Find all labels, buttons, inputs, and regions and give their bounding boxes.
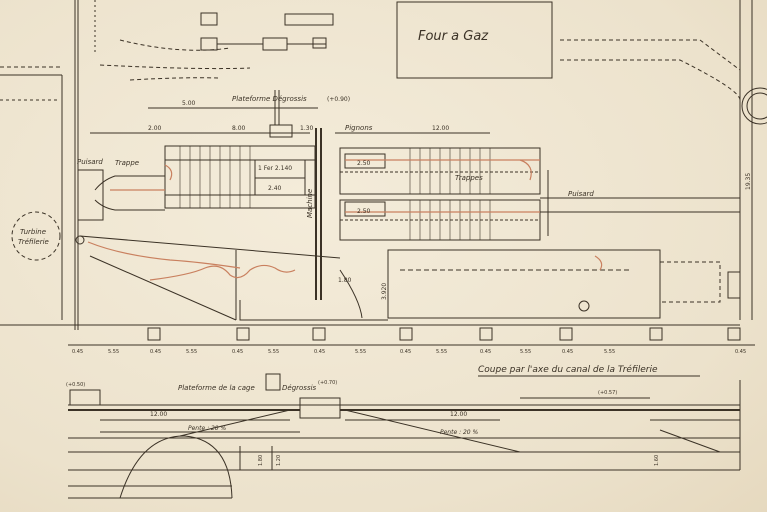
baseline-dim: 5.55 xyxy=(355,349,366,355)
level-left: (+0.50) xyxy=(66,382,85,388)
trappes-label: Trappes xyxy=(455,174,483,182)
dim-2: 2.00 xyxy=(148,125,162,132)
dim-240: 2.40 xyxy=(268,185,282,192)
sec-dim-160: 1.60 xyxy=(654,455,660,466)
machine-label: Machine xyxy=(306,189,314,218)
baseline-dim: 0.45 xyxy=(735,349,746,355)
baseline-dim: 0.45 xyxy=(314,349,325,355)
pente-left: Pente : 20 % xyxy=(188,425,227,432)
pente-right: Pente : 20 % xyxy=(440,429,479,436)
puisard-right-label: Puisard xyxy=(568,190,594,198)
baseline-dim: 0.45 xyxy=(562,349,573,355)
machine-block xyxy=(200,37,218,51)
plateforme-label: Plateforme Dégrossis xyxy=(232,95,307,103)
sec-dim-12a: 12.00 xyxy=(150,411,167,418)
dim-130: 1.30 xyxy=(300,125,314,132)
degrossis-section-label: Dégrossis xyxy=(282,384,317,392)
baseline-dim: 0.45 xyxy=(150,349,161,355)
trefilerie-label: Tréfilerie xyxy=(18,238,49,246)
puisard-left-label: Puisard xyxy=(77,158,103,166)
baseline-dim: 0.45 xyxy=(480,349,491,355)
dim-5: 5.00 xyxy=(182,100,196,107)
machine-block xyxy=(200,12,218,26)
baseline-dim: 5.55 xyxy=(520,349,531,355)
baseline-dim: 5.55 xyxy=(604,349,615,355)
four-a-gaz-block xyxy=(396,1,553,79)
baseline-dim: 5.55 xyxy=(108,349,119,355)
red-pencil-marks xyxy=(87,159,603,281)
dim-12: 12.00 xyxy=(432,125,449,132)
four-a-gaz-label: Four a Gaz xyxy=(418,29,489,44)
dim-8: 8.00 xyxy=(232,125,246,132)
baseline-dim: 5.55 xyxy=(186,349,197,355)
turbine-label: Turbine xyxy=(20,228,46,236)
dim-3920: 3.920 xyxy=(381,283,388,300)
dim-250a: 2.50 xyxy=(357,160,371,167)
machine-block xyxy=(262,37,288,51)
section-title: Coupe par l'axe du canal de la Tréfileri… xyxy=(478,364,658,375)
baseline-dim: 5.55 xyxy=(268,349,279,355)
baseline-dim: 5.55 xyxy=(436,349,447,355)
plateforme-cage-label: Plateforme de la cage xyxy=(178,384,255,392)
level-right: (+0.57) xyxy=(598,390,617,396)
sec-dim-180: 1.80 xyxy=(258,455,264,466)
level-mid: (+0.70) xyxy=(318,380,337,386)
fer-label: 1 Fer 2.140 xyxy=(258,165,292,172)
dim-1935: 19.35 xyxy=(745,173,752,190)
baseline-dimensions: 0.45 5.55 0.45 5.55 0.45 5.55 0.45 5.55 … xyxy=(72,349,746,355)
machine-block xyxy=(284,13,334,26)
sec-dim-12b: 12.00 xyxy=(450,411,467,418)
baseline-dim: 0.45 xyxy=(232,349,243,355)
baseline-dim: 0.45 xyxy=(72,349,83,355)
baseline-dim: 0.45 xyxy=(400,349,411,355)
dim-250b: 2.50 xyxy=(357,208,371,215)
trappe-label: Trappe xyxy=(115,159,139,167)
dim-180: 1.80 xyxy=(338,277,352,284)
sec-dim-120: 1.20 xyxy=(276,455,282,466)
plateforme-level: (+0.90) xyxy=(327,96,350,103)
pignons-label: Pignons xyxy=(345,124,373,132)
